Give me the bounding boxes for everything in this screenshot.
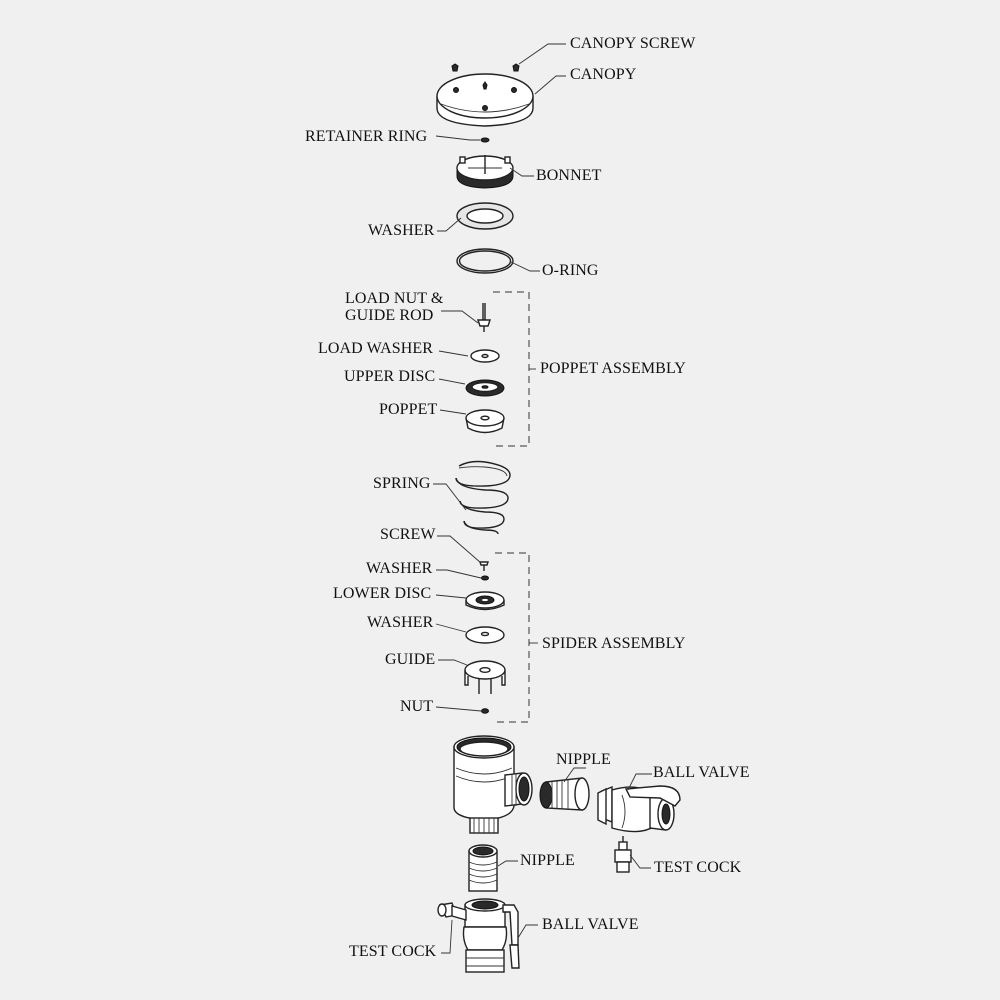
label-canopy: CANOPY bbox=[570, 66, 637, 83]
nipple-bottom-part bbox=[468, 844, 498, 892]
washer-top-part bbox=[456, 202, 514, 230]
label-o-ring: O-RING bbox=[542, 262, 599, 279]
nipple-right-part bbox=[539, 777, 590, 811]
label-spider-assembly: SPIDER ASSEMBLY bbox=[542, 635, 686, 652]
label-guide: GUIDE bbox=[385, 651, 436, 668]
label-upper-disc: UPPER DISC bbox=[344, 368, 436, 385]
label-test-cock-bottom: TEST COCK bbox=[349, 943, 437, 960]
label-washer-small: WASHER bbox=[366, 560, 433, 577]
nut-part bbox=[481, 708, 489, 714]
label-nut: NUT bbox=[400, 698, 434, 715]
poppet-assembly-bracket bbox=[493, 291, 536, 447]
test-cock-right-part bbox=[614, 836, 632, 873]
washer-small-part bbox=[481, 575, 489, 581]
valve-body-part bbox=[453, 735, 533, 834]
label-washer-top: WASHER bbox=[368, 222, 435, 239]
label-lower-disc: LOWER DISC bbox=[333, 585, 432, 602]
label-washer-lower: WASHER bbox=[367, 614, 434, 631]
label-poppet: POPPET bbox=[379, 401, 438, 418]
ball-valve-right-part bbox=[597, 785, 681, 833]
label-load-nut-line1: LOAD NUT & bbox=[345, 290, 444, 307]
label-nipple-bottom: NIPPLE bbox=[520, 852, 575, 869]
label-load-nut-line2: GUIDE ROD bbox=[345, 307, 434, 324]
spring-part bbox=[455, 460, 511, 535]
load-washer-part bbox=[470, 349, 500, 363]
poppet-part bbox=[465, 409, 505, 434]
lower-disc-part bbox=[465, 591, 505, 611]
label-ball-valve-right: BALL VALVE bbox=[653, 764, 750, 781]
label-canopy-screw: CANOPY SCREW bbox=[570, 35, 696, 52]
bonnet-part bbox=[456, 155, 514, 189]
label-ball-valve-bottom: BALL VALVE bbox=[542, 916, 639, 933]
guide-part bbox=[464, 660, 506, 694]
label-screw: SCREW bbox=[380, 526, 436, 543]
label-test-cock-right: TEST COCK bbox=[654, 859, 742, 876]
washer-lower-part bbox=[465, 626, 505, 644]
upper-disc-part bbox=[465, 379, 505, 397]
label-load-washer: LOAD WASHER bbox=[318, 340, 434, 357]
label-nipple-right: NIPPLE bbox=[556, 751, 611, 768]
spider-assembly-bracket bbox=[495, 552, 538, 723]
label-bonnet: BONNET bbox=[536, 167, 602, 184]
ball-valve-bottom-part bbox=[437, 898, 520, 973]
load-nut-guide-rod-part bbox=[477, 303, 491, 332]
retainer-ring-part bbox=[480, 137, 490, 143]
canopy-part bbox=[436, 73, 534, 127]
label-poppet-assembly: POPPET ASSEMBLY bbox=[540, 360, 686, 377]
o-ring-part bbox=[456, 248, 514, 274]
leader-lines bbox=[433, 43, 652, 954]
label-spring: SPRING bbox=[373, 475, 431, 492]
label-retainer-ring: RETAINER RING bbox=[305, 128, 428, 145]
screw-part bbox=[479, 561, 489, 571]
canopy-screw-part bbox=[451, 63, 520, 72]
